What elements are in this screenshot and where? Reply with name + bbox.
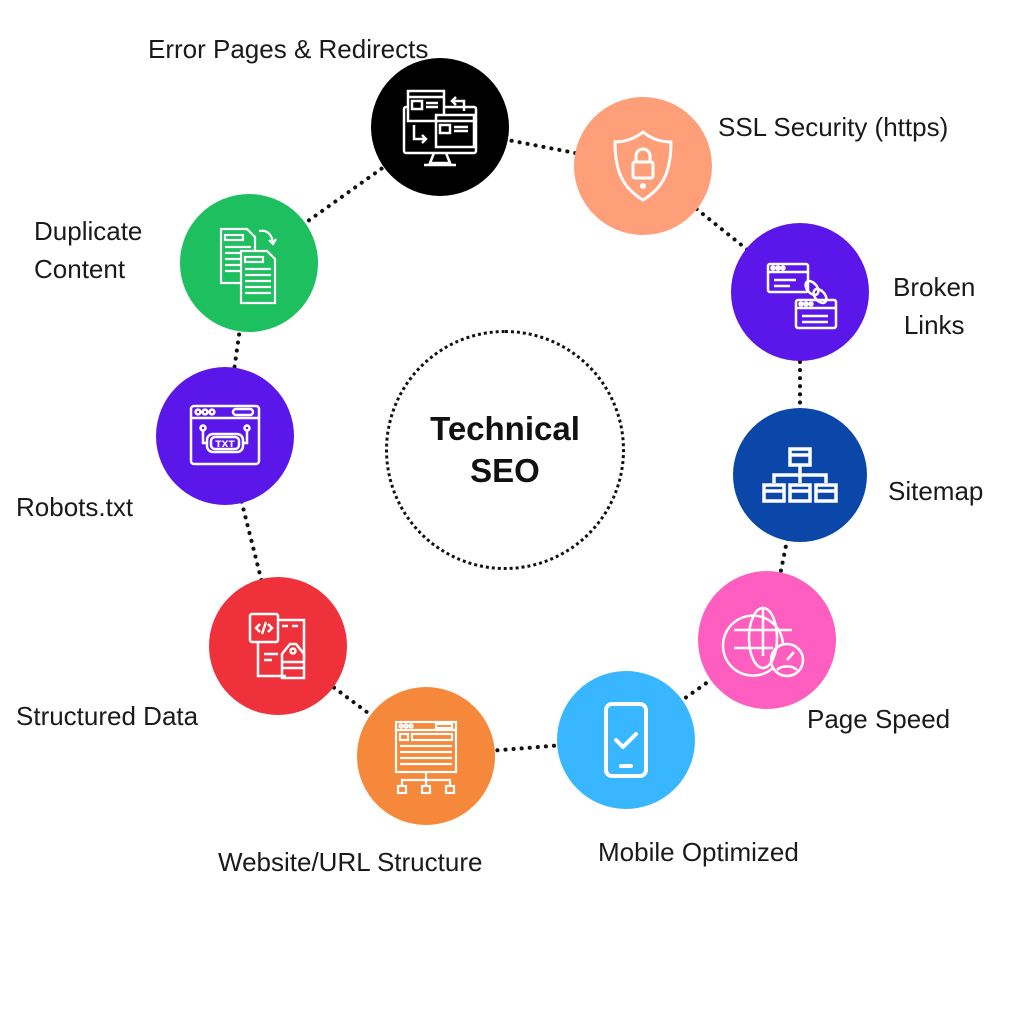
robots-txt-icon: TXT (189, 404, 261, 466)
label-page-speed: Page Speed (807, 704, 951, 734)
label-broken-links-line1: Broken (893, 272, 976, 302)
label-sitemap: Sitemap (888, 476, 984, 506)
central-topic: Technical SEO (385, 330, 625, 570)
node-robots-txt: TXT (156, 367, 294, 505)
label-mobile-optimized: Mobile Optimized (598, 837, 799, 867)
svg-text:TXT: TXT (215, 440, 235, 450)
label-error-pages: Error Pages & Redirects (148, 34, 429, 64)
website-structure-icon (394, 720, 458, 795)
node-duplicate-content (180, 194, 318, 332)
central-title-line2: SEO (470, 452, 540, 489)
node-ssl-security (574, 97, 712, 235)
label-broken-links: Broken Links (893, 268, 975, 344)
label-structured-data: Structured Data (16, 701, 199, 731)
label-duplicate-content: Duplicate Content (34, 212, 142, 288)
label-ssl-security: SSL Security (https) (718, 112, 949, 142)
shield-lock-icon (613, 130, 673, 202)
label-robots-txt: Robots.txt (16, 492, 134, 522)
node-mobile-optimized (557, 671, 695, 809)
node-broken-links (731, 223, 869, 361)
node-website-url-structure (357, 687, 495, 825)
sitemap-hierarchy-icon (762, 447, 838, 503)
smartphone-check-icon (604, 702, 648, 778)
code-tag-icon (248, 612, 306, 680)
duplicate-documents-icon (219, 227, 277, 305)
globe-speedometer-icon (721, 606, 805, 678)
node-error-pages (371, 58, 509, 196)
central-title-line1: Technical (430, 410, 580, 447)
label-duplicate-content-line2: Content (34, 254, 126, 284)
label-duplicate-content-line1: Duplicate (34, 216, 143, 246)
node-page-speed (698, 571, 836, 709)
node-sitemap (733, 408, 867, 542)
linked-windows-icon (766, 262, 838, 330)
node-structured-data (209, 577, 347, 715)
label-broken-links-line2: Links (903, 310, 965, 340)
monitor-redirect-icon (402, 89, 478, 167)
label-website-url-structure: Website/URL Structure (218, 847, 483, 877)
